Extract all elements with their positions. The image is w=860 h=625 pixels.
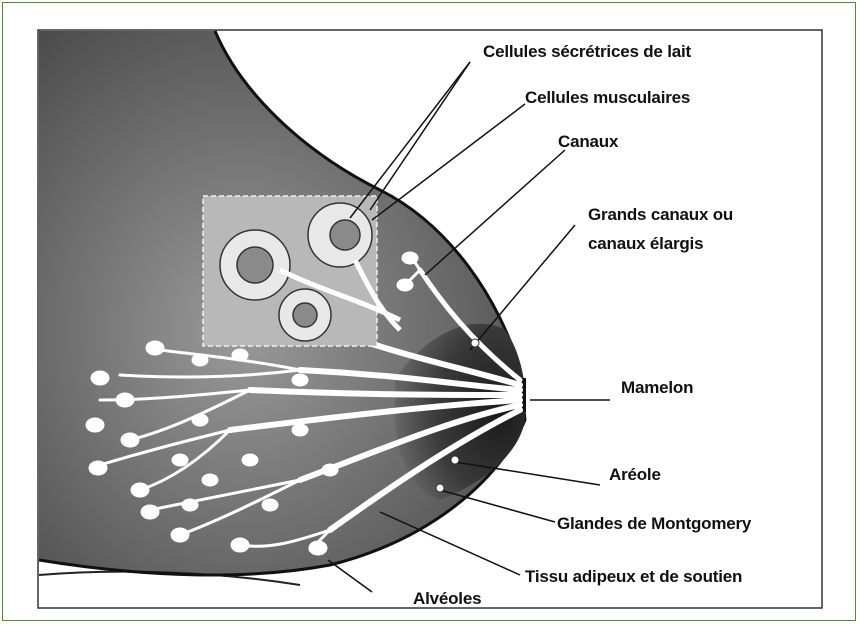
label-muscle-cells: Cellules musculaires <box>525 88 690 108</box>
label-large-ducts: Grands canaux ou <box>588 205 733 225</box>
label-large-ducts-line2: canaux élargis <box>588 234 703 254</box>
label-alveoli: Alvéoles <box>413 589 481 609</box>
label-milk-secreting-cells: Cellules sécrétrices de lait <box>483 42 691 62</box>
label-montgomery-glands: Glandes de Montgomery <box>557 514 751 534</box>
label-nipple: Mamelon <box>621 378 693 398</box>
label-ducts: Canaux <box>558 132 618 152</box>
label-areola: Aréole <box>609 465 661 485</box>
label-adipose-tissue: Tissu adipeux et de soutien <box>525 567 742 587</box>
